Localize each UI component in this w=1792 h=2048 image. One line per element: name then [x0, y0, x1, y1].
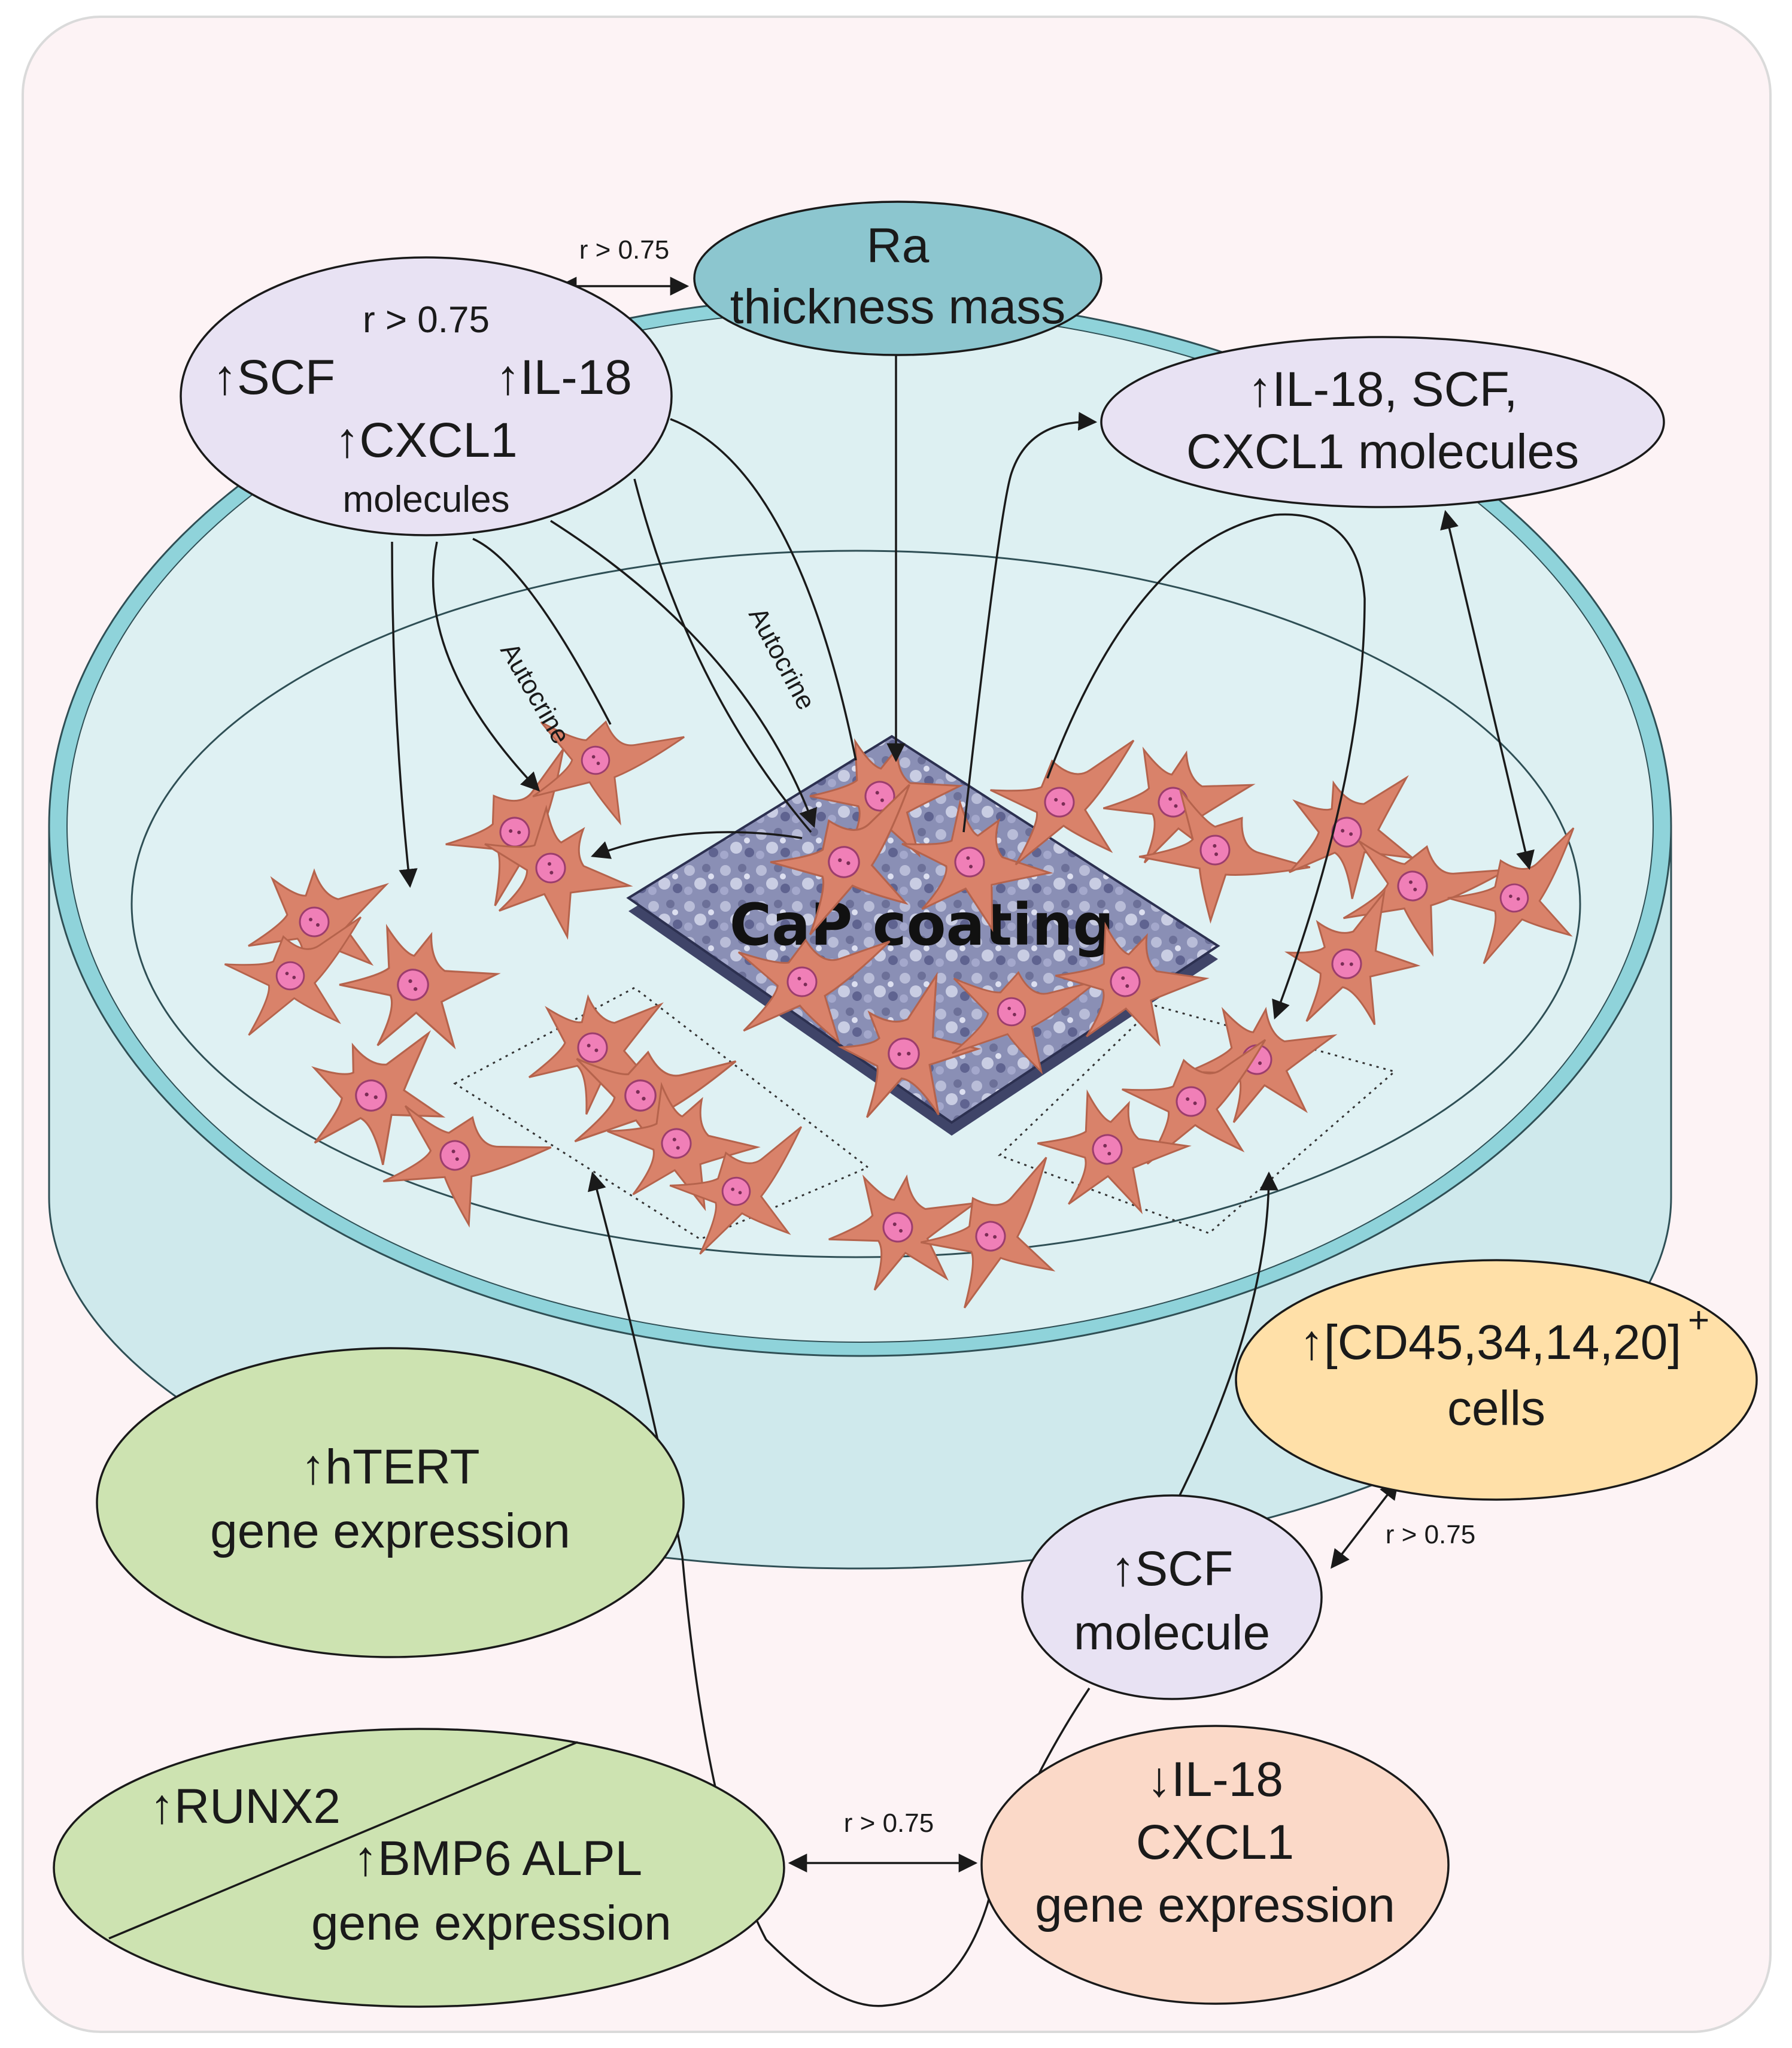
right-mol-line2: CXCL1 molecules — [1186, 424, 1579, 479]
down-line3: gene expression — [1035, 1878, 1395, 1932]
cd-line1: ↑[CD45,34,14,20] — [1299, 1315, 1681, 1370]
coating-label: CaP coating — [730, 891, 1114, 958]
runx2-line1: ↑RUNX2 — [150, 1779, 341, 1834]
cd-superscript: + — [1688, 1300, 1709, 1341]
corr-label-top: r > 0.75 — [579, 235, 669, 265]
scf-molecule-node: ↑SCF molecule — [1021, 1494, 1323, 1700]
right-mol-line1: ↑IL-18, SCF, — [1247, 362, 1517, 417]
arrow-left-autocrine-2 — [472, 538, 612, 725]
htert-node: ↑hTERT gene expression — [96, 1347, 685, 1658]
left-molecules-node: r > 0.75 ↑SCF ↑IL-18 ↑CXCL1 molecules — [180, 256, 673, 536]
left-mol-r: r > 0.75 — [363, 299, 490, 341]
arrow-coating-right-mol — [962, 411, 1098, 833]
arrow-cd-scf — [1331, 1480, 1399, 1569]
left-mol-il18: ↑IL-18 — [496, 350, 632, 405]
arrow-coat-cells — [591, 831, 803, 859]
arrow-left-3 — [550, 520, 818, 828]
ra-label: Ra — [867, 219, 930, 273]
il18-down-node: ↓IL-18 CXCL1 gene expression — [980, 1725, 1450, 2005]
ra-sublabel: thickness mass — [730, 280, 1066, 334]
arrow-scf-region — [1175, 1171, 1278, 1503]
down-line2: CXCL1 — [1136, 1815, 1294, 1870]
cd-cells-node: ↑[CD45,34,14,20] + cells — [1235, 1259, 1758, 1501]
htert-line2: gene expression — [210, 1504, 570, 1558]
corr-label-right: r > 0.75 — [1386, 1520, 1475, 1549]
cd-line2: cells — [1447, 1381, 1545, 1436]
ra-node: Ra thickness mass — [693, 201, 1102, 356]
arrow-cells-right-mol — [1046, 513, 1366, 1020]
left-mol-molecules: molecules — [342, 479, 509, 520]
arrow-right-mol-cells — [1440, 509, 1535, 870]
arrow-left-5 — [670, 418, 857, 761]
runx2-divider — [108, 1741, 578, 1940]
down-line1: ↓IL-18 — [1147, 1752, 1283, 1807]
arrow-left-autocrine-1 — [432, 541, 540, 792]
cap-coating: CaP coating — [626, 735, 1220, 1136]
runx2-node: ↑RUNX2 ↑BMP6 ALPL gene expression — [53, 1728, 785, 2008]
scf-line2: molecule — [1074, 1606, 1270, 1660]
runx2-line2: ↑BMP6 ALPL — [353, 1831, 642, 1886]
runx2-line3: gene expression — [311, 1896, 672, 1950]
arrow-left-1 — [391, 541, 418, 888]
dotted-region-left — [453, 987, 870, 1240]
scf-line1: ↑SCF — [1111, 1542, 1234, 1596]
corr-label-bottom: r > 0.75 — [844, 1809, 934, 1838]
arrow-left-autocrine-3 — [633, 478, 812, 833]
left-mol-cxcl1: ↑CXCL1 — [335, 413, 517, 468]
htert-line1: ↑hTERT — [300, 1440, 479, 1494]
left-mol-scf: ↑SCF — [212, 350, 335, 405]
right-molecules-node: ↑IL-18, SCF, CXCL1 molecules — [1100, 336, 1665, 508]
